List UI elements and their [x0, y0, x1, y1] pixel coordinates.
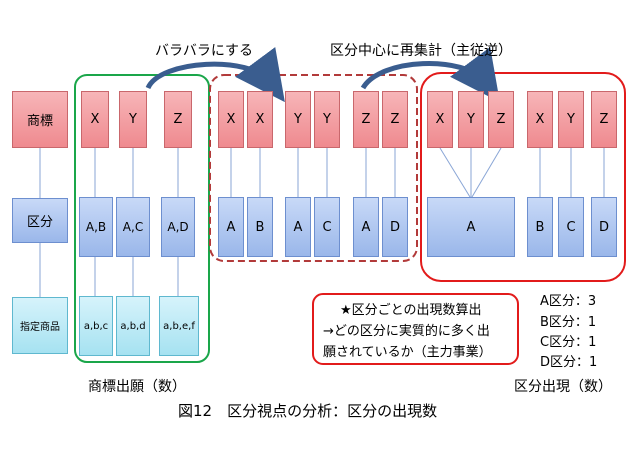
spread-trademark-6: Z	[382, 91, 408, 148]
spread-category-6: D	[382, 197, 408, 257]
app-category-x: A,B	[79, 197, 113, 257]
row-label-mark: 商標	[12, 91, 68, 148]
recount-label: 区分中心に再集計（主従逆）	[330, 43, 512, 59]
app-trademark-x: X	[81, 91, 109, 148]
spread-group-outline	[209, 74, 418, 262]
spread-category-5: A	[353, 197, 379, 257]
note-line-1: ★区分ごとの出現数算出	[340, 303, 482, 318]
applications-label: 商標出願（数）	[88, 379, 186, 395]
app-goods-z: a,b,e,f	[159, 296, 199, 356]
recount-trademark-1: X	[427, 91, 453, 148]
note-line-3: 願されているか（主力事業）	[323, 345, 492, 360]
spread-label: バラバラにする	[155, 43, 253, 59]
recount-category-c: C	[558, 197, 584, 257]
spread-category-3: A	[285, 197, 311, 257]
note-line-2: →どの区分に実質的に多く出	[323, 324, 490, 339]
recount-category-b: B	[527, 197, 553, 257]
spread-category-4: C	[314, 197, 340, 257]
recount-trademark-3: Z	[488, 91, 514, 148]
spread-trademark-1: X	[218, 91, 244, 148]
spread-category-2: B	[247, 197, 273, 257]
recount-group-outline	[420, 72, 626, 282]
row-label-category: 区分	[12, 198, 68, 243]
spread-trademark-4: Y	[314, 91, 340, 148]
count-a: A区分：3	[540, 294, 597, 309]
appearances-label: 区分出現（数）	[514, 379, 612, 395]
recount-trademark-4: X	[527, 91, 553, 148]
spread-trademark-5: Z	[353, 91, 379, 148]
row-label-goods: 指定商品	[12, 297, 68, 354]
recount-trademark-2: Y	[458, 91, 484, 148]
app-category-z: A,D	[161, 197, 195, 257]
spread-trademark-3: Y	[285, 91, 311, 148]
app-goods-y: a,b,d	[116, 296, 150, 356]
application-connectors	[94, 148, 179, 296]
note-box-outline	[312, 293, 519, 365]
recount-category-d: D	[591, 197, 617, 257]
app-trademark-y: Y	[119, 91, 147, 148]
count-c: C区分：1	[540, 335, 597, 350]
app-trademark-z: Z	[164, 91, 192, 148]
recount-trademark-6: Z	[591, 91, 617, 148]
recount-trademark-5: Y	[558, 91, 584, 148]
spread-trademark-2: X	[247, 91, 273, 148]
count-b: B区分：1	[540, 315, 597, 330]
figure-caption: 図12 区分視点の分析：区分の出現数	[178, 402, 438, 420]
count-d: D区分：1	[540, 355, 598, 370]
recount-category-a: A	[427, 197, 515, 257]
spread-connectors	[230, 148, 396, 197]
spread-arrow	[145, 47, 285, 103]
spread-category-1: A	[218, 197, 244, 257]
recount-connectors	[439, 147, 605, 198]
app-goods-x: a,b,c	[79, 296, 113, 356]
app-category-y: A,C	[116, 197, 150, 257]
recount-arrow	[360, 47, 500, 103]
